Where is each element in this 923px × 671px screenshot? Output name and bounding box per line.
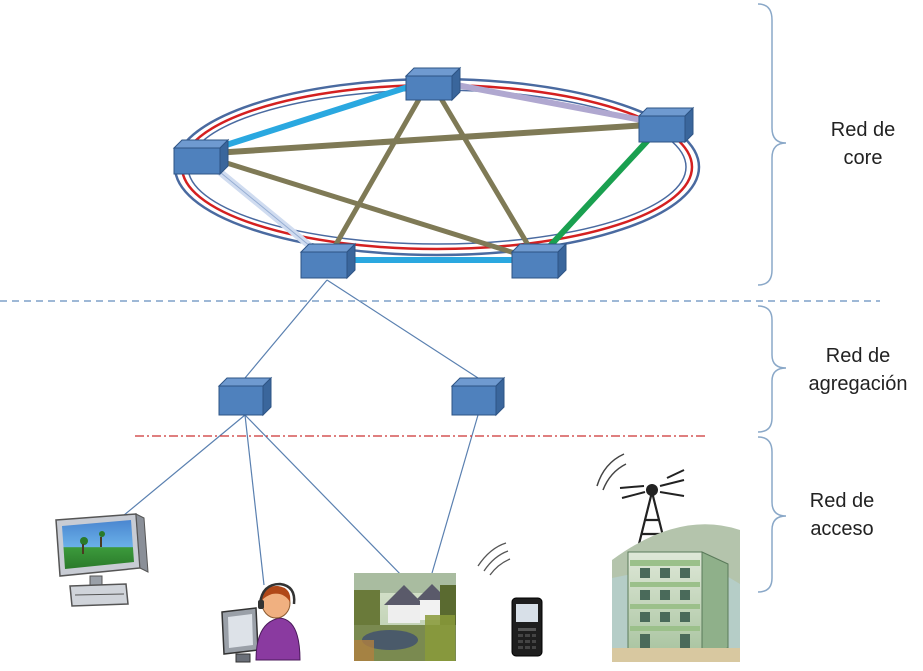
access-network-label: Red de acceso <box>787 487 897 543</box>
link-left-right <box>195 121 666 157</box>
aggregation-network-label: Red de agregación <box>793 342 923 398</box>
link-top-bottomright <box>427 77 540 263</box>
link-top-bottomleft <box>324 77 433 263</box>
core-node-bottom-left <box>299 242 357 280</box>
access-brace <box>757 436 787 593</box>
core-node-right <box>637 106 695 144</box>
core-node-left <box>172 138 230 176</box>
braces <box>757 3 787 593</box>
core-label-line2: core <box>843 147 883 169</box>
call-agent-icon <box>221 582 301 663</box>
aggregation-node-left <box>217 376 273 417</box>
access-label-line2: acceso <box>810 518 874 540</box>
core-node-bottom-right <box>510 242 568 280</box>
core-node-top <box>404 66 462 102</box>
aggregation-label-line2: agregación <box>808 373 908 395</box>
access-label-line1: Red de <box>809 490 875 512</box>
mobile-phone-icon <box>477 542 543 657</box>
antenna-building-icon <box>596 453 740 662</box>
tv-icon <box>55 513 149 607</box>
link-right-bottomright <box>534 121 666 263</box>
link-left-bottomright <box>195 151 540 263</box>
access-links <box>99 279 479 586</box>
core-brace <box>757 3 787 286</box>
aggregation-brace <box>757 305 787 433</box>
core-label-line1: Red de <box>830 119 896 141</box>
core-network-label: Red de core <box>808 116 918 172</box>
aggregation-label-line1: Red de <box>825 345 891 367</box>
house-photo-icon <box>354 573 456 661</box>
link-top-left <box>195 77 433 157</box>
link-top-right <box>427 77 666 127</box>
aggregation-node-right <box>450 376 506 417</box>
